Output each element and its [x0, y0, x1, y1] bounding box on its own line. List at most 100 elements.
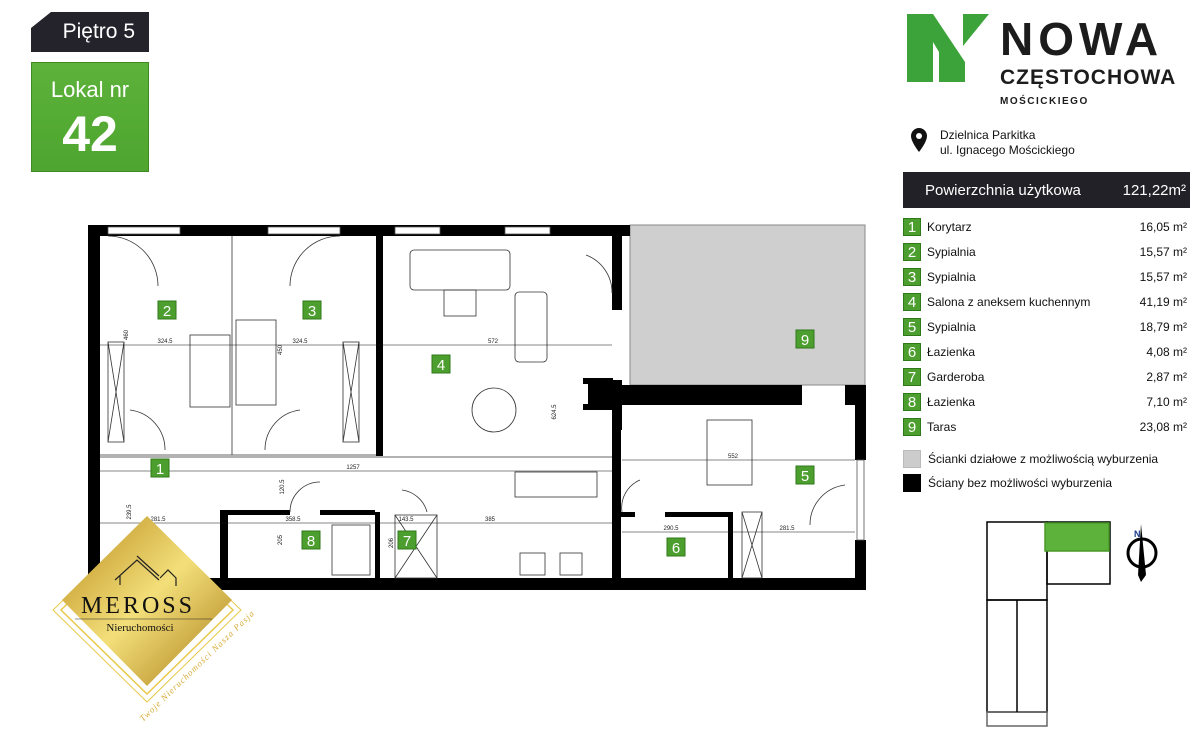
floor-label: Piętro 5	[31, 12, 149, 52]
dim-label: 572	[488, 339, 499, 345]
watermark-name: MEROSS	[81, 593, 195, 619]
unit-number: 42	[62, 106, 118, 162]
room-area: 15,57 m²	[1139, 244, 1187, 259]
room-name: Garderoba	[927, 369, 985, 384]
dim-label: 120.5	[280, 479, 286, 495]
dimension-labels: 324.5 324.5 572 1257 552 281.5 358.5 143…	[124, 329, 795, 548]
dim-label: 281.5	[779, 526, 795, 532]
room-number-badge: 6	[903, 342, 921, 361]
brand-line2: CZĘSTOCHOWA	[1000, 66, 1177, 89]
dim-label: 1257	[346, 465, 360, 471]
brand-logo: NOWA CZĘSTOCHOWA MOŚCICKIEGO	[905, 12, 1195, 112]
dim-label: 239.5	[127, 504, 133, 520]
dim-label: 450	[278, 344, 284, 355]
dimension-lines	[100, 344, 855, 533]
room-marker-label: 8	[307, 533, 315, 550]
room-row: 1 Korytarz 16,05 m²	[903, 214, 1187, 239]
address-district: Dzielnica Parkitka	[940, 128, 1036, 142]
room-name: Łazienka	[927, 394, 976, 409]
room-number-badge: 4	[903, 292, 921, 311]
room-area: 18,79 m²	[1139, 319, 1187, 334]
windows	[107, 226, 865, 541]
room-name: Salona z aneksem kuchennym	[927, 294, 1091, 309]
fixed-walls	[88, 225, 866, 590]
room-marker	[302, 300, 322, 320]
room-row: 6 Łazienka 4,08 m²	[903, 339, 1187, 364]
legend-removable: Ścianki działowe z możliwością wyburzeni…	[903, 450, 1158, 468]
dim-label: 324.5	[292, 339, 308, 345]
meross-watermark: MEROSS Nieruchomości Twoje Nieruchomości…	[52, 516, 257, 723]
room-name: Sypialnia	[927, 319, 976, 334]
room-name: Taras	[927, 419, 957, 434]
brand-line1: NOWA	[1000, 13, 1164, 65]
room-row: 4 Salona z aneksem kuchennym 41,19 m²	[903, 289, 1187, 314]
room-row: 2 Sypialnia 15,57 m²	[903, 239, 1187, 264]
partitions-furniture	[100, 235, 846, 579]
room-marker	[397, 530, 417, 550]
map-pin-icon	[911, 128, 927, 152]
room-number-badge: 1	[903, 217, 921, 236]
dim-label: 206	[389, 537, 395, 548]
room-area: 41,19 m²	[1139, 294, 1187, 309]
unit-label: Lokal nr	[50, 77, 130, 102]
room-number-badge: 5	[903, 317, 921, 336]
dim-label: 281.5	[150, 517, 166, 523]
room-number-badge: 7	[903, 367, 921, 386]
room-name: Korytarz	[927, 219, 972, 234]
room-area: 4,08 m²	[1146, 344, 1187, 359]
legend-fixed: Ściany bez możliwości wyburzenia	[903, 474, 1112, 492]
watermark-sub: Nieruchomości	[106, 622, 173, 634]
room-marker	[150, 458, 170, 478]
room-number-badge: 2	[903, 242, 921, 261]
room-row: 9 Taras 23,08 m²	[903, 414, 1187, 439]
legend-fixed-label: Ściany bez możliwości wyburzenia	[928, 476, 1113, 490]
room-marker	[301, 530, 321, 550]
room-marker	[431, 354, 451, 374]
room-name: Sypialnia	[927, 269, 976, 284]
room-marker-label: 4	[437, 357, 445, 374]
address-street: ul. Ignacego Mościckiego	[940, 143, 1075, 157]
room-marker	[795, 465, 815, 485]
room-marker-label: 2	[163, 303, 171, 320]
compass-north-label: N	[1134, 529, 1141, 539]
address: Dzielnica Parkitka ul. Ignacego Mościcki…	[940, 128, 1075, 158]
room-marker	[795, 329, 815, 349]
room-marker-label: 6	[672, 540, 680, 557]
room-area: 7,10 m²	[1146, 394, 1187, 409]
room-row: 5 Sypialnia 18,79 m²	[903, 314, 1187, 339]
dim-label: 205	[278, 534, 284, 545]
legend-removable-label: Ścianki działowe z możliwością wyburzeni…	[928, 452, 1159, 466]
room-marker-label: 7	[403, 533, 411, 550]
room-area: 16,05 m²	[1139, 219, 1187, 234]
dim-label: 624.5	[552, 404, 558, 420]
room-marker	[666, 537, 686, 557]
room-name: Łazienka	[927, 344, 976, 359]
room-marker-label: 3	[308, 303, 316, 320]
total-area-value: 121,22m²	[1122, 181, 1186, 199]
gray-swatch-icon	[903, 450, 921, 468]
black-swatch-icon	[903, 474, 921, 492]
total-area-bar: Powierzchnia użytkowa 121,22m²	[903, 172, 1190, 208]
room-number-badge: 3	[903, 267, 921, 286]
compass-icon: N	[1126, 524, 1158, 582]
room-area: 23,08 m²	[1139, 419, 1187, 434]
dim-label: 358.5	[285, 517, 301, 523]
room-name: Sypialnia	[927, 244, 976, 259]
room-row: 3 Sypialnia 15,57 m²	[903, 264, 1187, 289]
room-marker-label: 1	[156, 461, 164, 478]
room-area: 15,57 m²	[1139, 269, 1187, 284]
dim-label: 143.5	[398, 517, 414, 523]
unit-badge: Lokal nr 42	[31, 62, 149, 172]
dim-label: 324.5	[157, 339, 173, 345]
total-area-label: Powierzchnia użytkowa	[925, 181, 1081, 199]
room-marker	[157, 300, 177, 320]
room-marker-label: 9	[801, 332, 809, 349]
dim-label: 552	[728, 454, 739, 460]
room-number-badge: 9	[903, 417, 921, 436]
dim-label: 385	[485, 517, 496, 523]
